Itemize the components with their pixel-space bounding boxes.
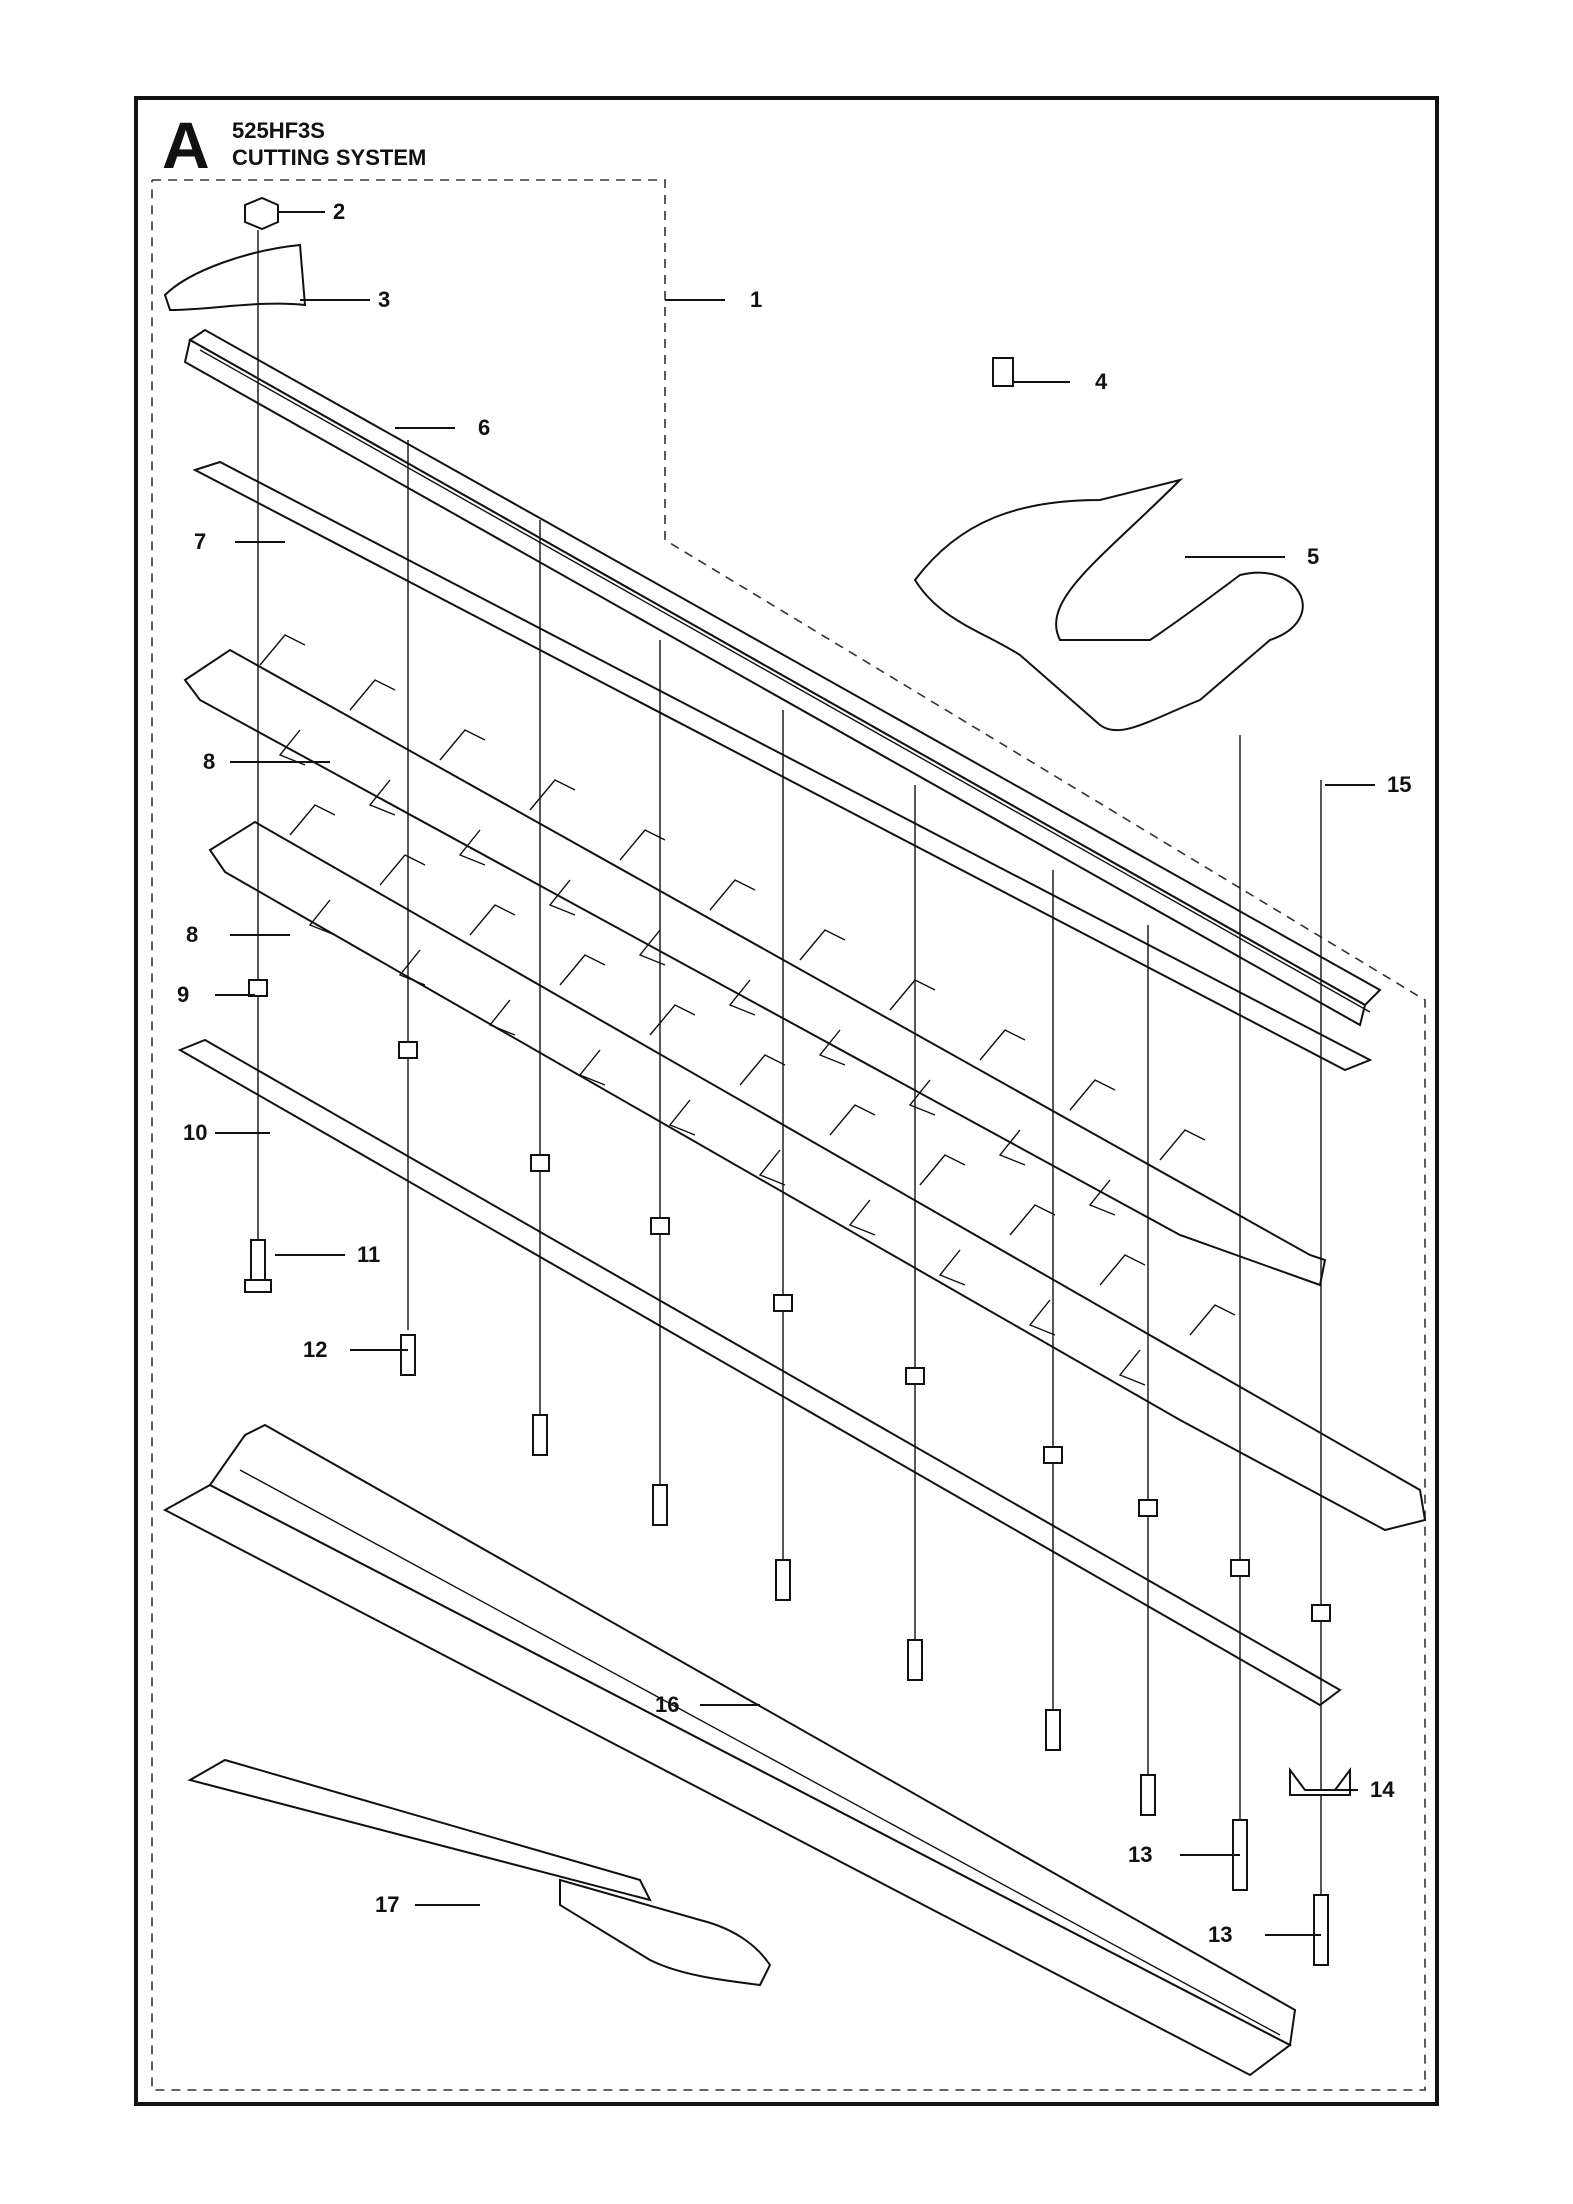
callout-9: 9: [177, 982, 190, 1007]
callout-7: 7: [194, 529, 207, 554]
lower-plate: [177, 1038, 1342, 1707]
diagram-frame: [134, 96, 1439, 2106]
callout-6: 6: [478, 415, 491, 440]
callout-11: 11: [357, 1242, 381, 1267]
callout-8-lower: 8: [186, 922, 199, 947]
fastener-column-6: [905, 785, 925, 1681]
section-letter: A: [162, 108, 210, 182]
callout-3: 3: [378, 287, 391, 312]
fastener-column-2: [398, 440, 418, 1376]
callout-2: 2: [333, 199, 346, 224]
top-nut: [244, 196, 279, 231]
fastener-column-4: [650, 640, 670, 1526]
diagram-title: CUTTING SYSTEM: [232, 145, 427, 170]
callout-8-upper: 8: [203, 749, 216, 774]
callout-5: 5: [1307, 544, 1320, 569]
fastener-column-10: [1289, 780, 1351, 1966]
callout-15: 15: [1387, 772, 1412, 797]
callout-13-lower: 13: [1208, 1922, 1233, 1947]
blade-guard: [163, 243, 307, 312]
leader-lines: [215, 211, 1375, 1936]
callout-10: 10: [183, 1120, 208, 1145]
trimmer-overview: [187, 1758, 772, 1987]
callout-12: 12: [303, 1337, 328, 1362]
fastener-column-1: [244, 230, 272, 1293]
callout-16: 16: [655, 1692, 680, 1717]
callout-13-upper: 13: [1128, 1842, 1153, 1867]
fastener-column-5: [773, 710, 793, 1601]
fastener-column-3: [530, 520, 550, 1456]
callout-17: 17: [375, 1892, 400, 1917]
handle-guard: [913, 478, 1304, 732]
fastener-column-8: [1138, 925, 1158, 1816]
protective-cover: [162, 1423, 1297, 2077]
model-name: 525HF3S: [232, 118, 325, 143]
upper-cutter-blade: [183, 634, 1327, 1287]
bolt-4: [992, 357, 1014, 387]
lower-cutter-blade: [208, 804, 1427, 1532]
callout-14: 14: [1370, 1777, 1395, 1802]
callout-4: 4: [1095, 369, 1108, 394]
callout-1: 1: [750, 287, 763, 312]
blade-rail: [183, 328, 1382, 1027]
fastener-column-7: [1043, 870, 1063, 1751]
assembly-boundary: [151, 179, 1426, 2091]
